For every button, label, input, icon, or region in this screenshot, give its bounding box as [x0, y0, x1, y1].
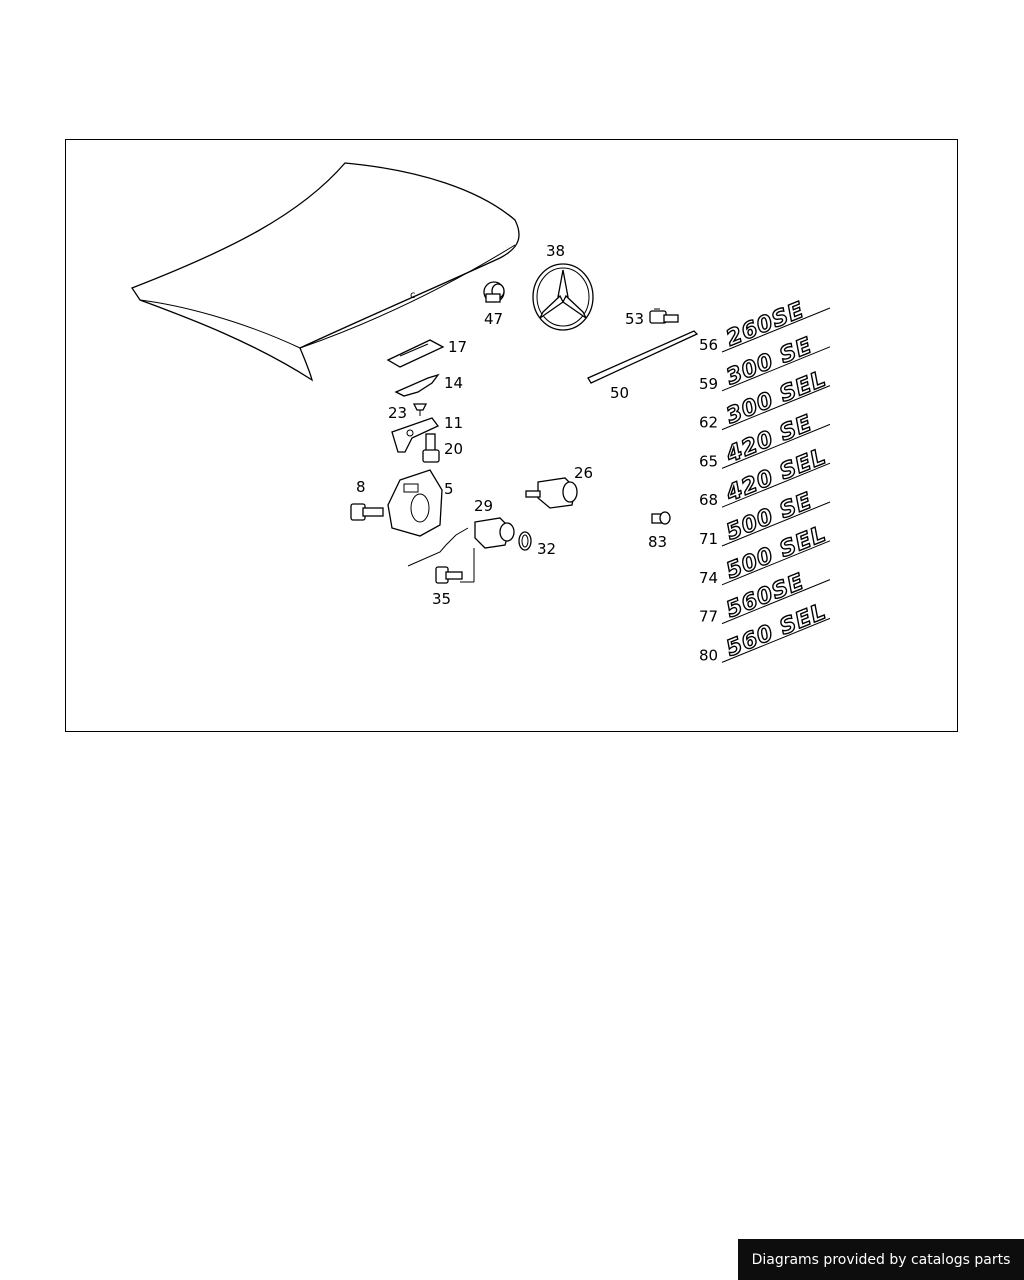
callout-35: 35	[432, 590, 451, 608]
callout-32: 32	[537, 540, 556, 558]
callout-83: 83	[648, 533, 667, 551]
small-screw-part	[412, 403, 428, 416]
trunk-lid: c	[131, 162, 520, 382]
badge-underline-71	[721, 501, 831, 547]
callout-80: 80	[699, 646, 718, 664]
badge-underline-62	[721, 385, 831, 431]
callout-17: 17	[448, 338, 467, 356]
plug-part	[483, 281, 505, 303]
badge-underline-56	[721, 307, 831, 353]
callout-59: 59	[699, 375, 718, 393]
plate-part	[386, 339, 445, 368]
callout-11: 11	[444, 414, 463, 432]
lock-cylinder-part	[525, 477, 578, 509]
trim-strip-part	[587, 330, 699, 384]
callout-50: 50	[610, 384, 629, 402]
bolt-part	[422, 433, 440, 463]
callout-5: 5	[444, 480, 454, 498]
callout-26: 26	[574, 464, 593, 482]
badge-underline-74	[721, 540, 831, 586]
badge-underline-65	[721, 423, 831, 469]
callout-8: 8	[356, 478, 366, 496]
callout-20: 20	[444, 440, 463, 458]
callout-71: 71	[699, 530, 718, 548]
lock-cylinder-rod-part	[407, 517, 515, 583]
callout-29: 29	[474, 497, 493, 515]
bracket-part	[391, 417, 440, 453]
callout-14: 14	[444, 374, 463, 392]
footer-text: Diagrams provided by catalogs parts	[751, 1251, 1011, 1268]
callout-53: 53	[625, 310, 644, 328]
star-emblem-part	[532, 263, 594, 331]
fastener-part	[649, 308, 679, 324]
attribution-footer: Diagrams provided by catalogs parts	[738, 1239, 1024, 1280]
callout-74: 74	[699, 569, 718, 587]
badge-underline-68	[721, 462, 831, 508]
gasket-part	[394, 373, 440, 397]
callout-47: 47	[484, 310, 503, 328]
callout-56: 56	[699, 336, 718, 354]
screw-part-83	[651, 511, 671, 525]
bolt-part-8	[350, 503, 384, 521]
badge-underline-77	[721, 579, 831, 625]
callout-65: 65	[699, 452, 718, 470]
svg-text:c: c	[410, 290, 416, 301]
lock-housing-part	[387, 469, 443, 537]
callout-77: 77	[699, 608, 718, 626]
o-ring-part	[518, 531, 532, 551]
callout-38: 38	[546, 242, 565, 260]
callout-labels: 38 47 53 17 50 14 23 11 20 26 8 5 29 83 …	[356, 242, 667, 608]
bolt-part-35	[435, 566, 463, 584]
badge-underline-59	[721, 346, 831, 392]
callout-68: 68	[699, 491, 718, 509]
callout-62: 62	[699, 414, 718, 432]
callout-23: 23	[388, 404, 407, 422]
badge-underline-80	[721, 617, 831, 663]
parts-diagram-frame	[65, 139, 958, 732]
